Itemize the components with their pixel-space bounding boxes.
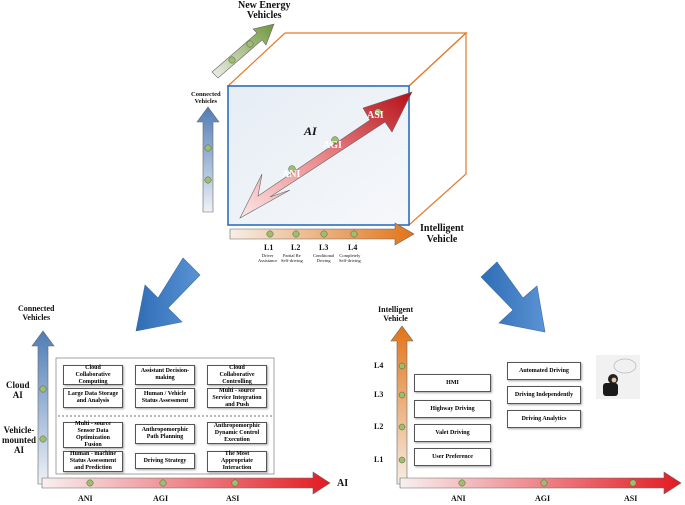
right-y-arrow <box>390 325 414 485</box>
left-x-arrow <box>41 471 331 495</box>
new-energy-node <box>246 40 254 48</box>
big-blue-arrow-left <box>135 257 201 332</box>
asi-node <box>374 108 382 116</box>
ai-label: AI <box>304 124 317 138</box>
right-y-title: Intelligent Vehicle <box>378 305 414 323</box>
capability-box: Anthropomorphic Path Planning <box>135 424 195 444</box>
ani-node <box>288 165 296 173</box>
left-y-title: Connected Vehicles <box>18 304 55 322</box>
agi-node <box>331 136 339 144</box>
vehicle-ai-node <box>39 435 47 443</box>
function-box: Automated Driving <box>507 362 581 380</box>
level-tick: L4 <box>374 361 384 370</box>
vehicle-ai-label: Vehicle- mounted AI <box>2 425 37 455</box>
asi-tick-node <box>231 479 239 487</box>
thinking-person-icon <box>596 355 640 399</box>
right-x-tick: ASI <box>624 494 638 503</box>
cloud-ai-node <box>39 385 47 393</box>
function-box: Driving Analytics <box>507 410 581 428</box>
agi-label: AGI <box>323 140 342 151</box>
cloud-ai-label: Cloud AI <box>6 380 30 400</box>
level-desc: Driver Assistance <box>258 253 278 263</box>
level-node <box>266 230 274 238</box>
level-tick: L1 <box>374 455 384 464</box>
capability-box: Anthropomorphic Dynamic Control Executio… <box>207 422 267 444</box>
l4-node <box>398 362 406 370</box>
asi-label: ASI <box>367 110 384 121</box>
new-energy-arrow <box>211 23 275 79</box>
capability-box: The Most Appropriate Interaction <box>207 451 267 472</box>
level-tick: L3 <box>374 390 384 399</box>
new-energy-label: New Energy Vehicles <box>238 0 291 21</box>
capability-box: Multi - source Sensor Data Optimization … <box>63 421 123 448</box>
level-code: L4 <box>348 243 358 252</box>
function-box: Driving Independently <box>507 386 581 404</box>
ani-tick-node <box>86 479 94 487</box>
left-y-arrow <box>31 330 55 485</box>
left-x-tick: ASI <box>226 494 240 503</box>
connected-label: Connected Vehicles <box>191 91 221 105</box>
level-code: L3 <box>319 243 329 252</box>
l1-node <box>398 456 406 464</box>
agi-tick-node <box>159 479 167 487</box>
capability-box: Human / Vehicle Status Assessment <box>135 388 195 408</box>
level-desc: Partial Re Self-driving <box>281 253 303 263</box>
level-node <box>292 230 300 238</box>
right-x-tick: ANI <box>451 494 466 503</box>
cube-side-face <box>408 31 467 227</box>
function-box: Valet Driving <box>414 424 491 442</box>
capability-box: Driving Strategy <box>135 453 195 469</box>
level-code: L2 <box>291 243 301 252</box>
connected-node <box>204 144 212 152</box>
ani-tick-node <box>458 479 466 487</box>
capability-box: Large Data Storage and Analysis <box>63 388 123 408</box>
level-node <box>350 230 358 238</box>
asi-tick-node <box>629 479 637 487</box>
left-x-tick: ANI <box>78 494 93 503</box>
left-x-title: AI <box>337 478 349 489</box>
connected-node <box>204 176 212 184</box>
left-x-tick: AGI <box>153 494 169 503</box>
capability-box: Cloud Collaborative Controlling <box>207 365 267 385</box>
big-blue-arrow-right <box>480 261 546 333</box>
capability-box: Multi - source Service Integration and P… <box>207 388 267 408</box>
connected-vertical-arrow <box>196 106 220 213</box>
intelligent-horizontal-arrow <box>229 222 415 246</box>
level-tick: L2 <box>374 422 384 431</box>
capability-box: Assistant Decision- making <box>135 365 195 385</box>
level-desc: Completely Self-driving <box>339 253 361 263</box>
right-x-tick: AGI <box>535 494 551 503</box>
function-box: User Preference <box>414 448 491 466</box>
ani-label: ANI <box>282 169 301 180</box>
l2-node <box>398 423 406 431</box>
right-x-arrow <box>399 471 682 495</box>
level-code: L1 <box>264 243 274 252</box>
function-box: HMI <box>414 374 491 392</box>
capability-box: Human - machine Status Assessment and Pr… <box>63 451 123 472</box>
new-energy-node <box>228 56 236 64</box>
level-node <box>320 230 328 238</box>
ai-diagonal-arrow <box>239 91 413 219</box>
agi-tick-node <box>540 479 548 487</box>
function-box: Highway Driving <box>414 400 491 418</box>
l3-node <box>398 391 406 399</box>
capability-box: Cloud Collaborative Computing <box>63 365 123 385</box>
intelligent-vehicle-label: Intelligent Vehicle <box>420 223 464 245</box>
level-desc: Conditional Driving <box>313 253 335 263</box>
